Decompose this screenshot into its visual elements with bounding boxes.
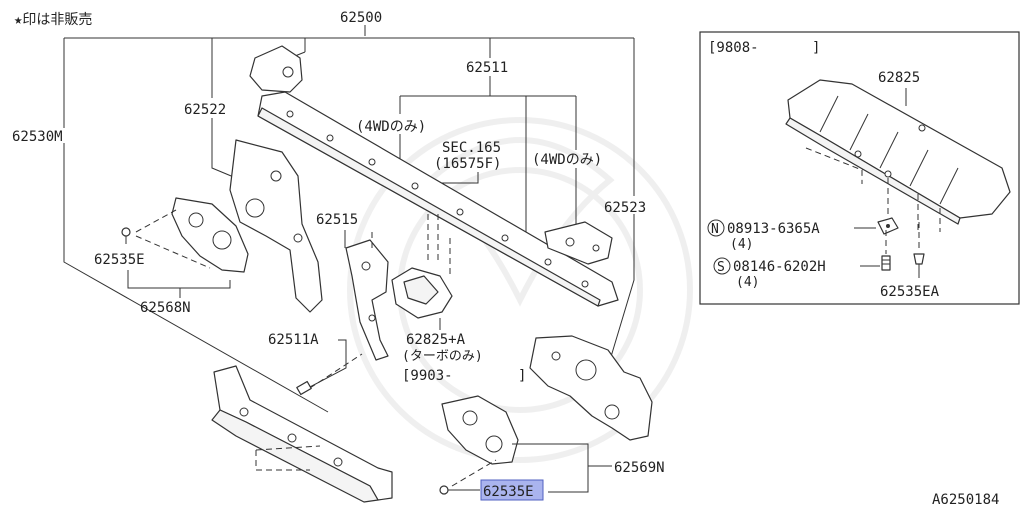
right-seal-plate-62569N	[441, 395, 519, 465]
label-62568N: 62568N	[140, 300, 191, 316]
bolt-62511A	[296, 380, 312, 396]
clip-nut-08913	[877, 217, 899, 235]
awd-only-note-right: (4WDのみ)	[532, 152, 602, 168]
label-62535EA: 62535EA	[880, 284, 940, 300]
lower-radiator-support-62530M	[211, 365, 393, 503]
top-bracket	[249, 45, 303, 93]
right-side-panel-62523	[529, 335, 653, 441]
awd-bracket-right	[544, 221, 613, 265]
left-side-panel-62522	[229, 139, 323, 313]
non-sale-note: ★印は非販売	[14, 12, 92, 28]
turbo-only-note: (ターボのみ)	[402, 349, 483, 364]
section-165-label: SEC.165	[442, 140, 501, 156]
bracket-62569N	[512, 443, 589, 493]
awd-only-note-left: (4WDのみ)	[356, 119, 426, 135]
screw-08146	[881, 255, 891, 271]
label-62530M: 62530M	[12, 129, 63, 145]
nut-part-number: 08913-6365A	[727, 221, 820, 237]
label-62511A: 62511A	[268, 332, 319, 348]
dash-62535E-left	[135, 209, 177, 233]
label-62825A: 62825+A	[406, 332, 466, 348]
label-62515: 62515	[316, 212, 358, 228]
inset-date-close: ]	[812, 40, 820, 56]
date-9903-close: ]	[518, 368, 526, 384]
label-62500: 62500	[340, 10, 382, 26]
label-62522: 62522	[184, 102, 226, 118]
date-9903-open: [9903-	[402, 368, 453, 384]
screw-quantity: (4)	[736, 275, 759, 290]
hood-lock-stay-62515	[345, 239, 389, 361]
nut-symbol-N	[707, 219, 725, 237]
upper-radiator-support-62511	[257, 91, 619, 307]
section-165-ref: (16575F)	[434, 156, 501, 172]
left-seal-plate-62568N	[171, 197, 249, 273]
inset-date-open: [9808-	[708, 40, 759, 56]
inset-box-9808	[699, 31, 1020, 305]
highlight-62535E[interactable]	[480, 479, 544, 501]
clip-62535E-left	[121, 227, 131, 244]
label-62825: 62825	[878, 70, 920, 86]
label-62569N: 62569N	[614, 460, 665, 476]
nut-symbol-letter: N	[711, 222, 719, 237]
drawing-id: A6250184	[932, 492, 999, 508]
clip-62535EA	[913, 253, 925, 278]
bracket-62568N	[127, 270, 231, 289]
label-62535E-bottom[interactable]: 62535E	[483, 484, 534, 500]
air-guide-62825A	[391, 267, 453, 319]
undercover-62825	[785, 79, 1011, 225]
assembly-62500-leaders	[63, 25, 635, 413]
label-62535E-left: 62535E	[94, 252, 145, 268]
label-62511: 62511	[466, 60, 508, 76]
sec-165-leader	[432, 172, 479, 184]
label-62523: 62523	[604, 200, 646, 216]
clip-62535E-bottom	[439, 485, 480, 495]
screw-part-number: 08146-6202H	[733, 259, 826, 275]
screw-symbol-S	[713, 257, 731, 275]
nut-quantity: (4)	[730, 237, 753, 252]
screw-symbol-letter: S	[717, 260, 725, 275]
